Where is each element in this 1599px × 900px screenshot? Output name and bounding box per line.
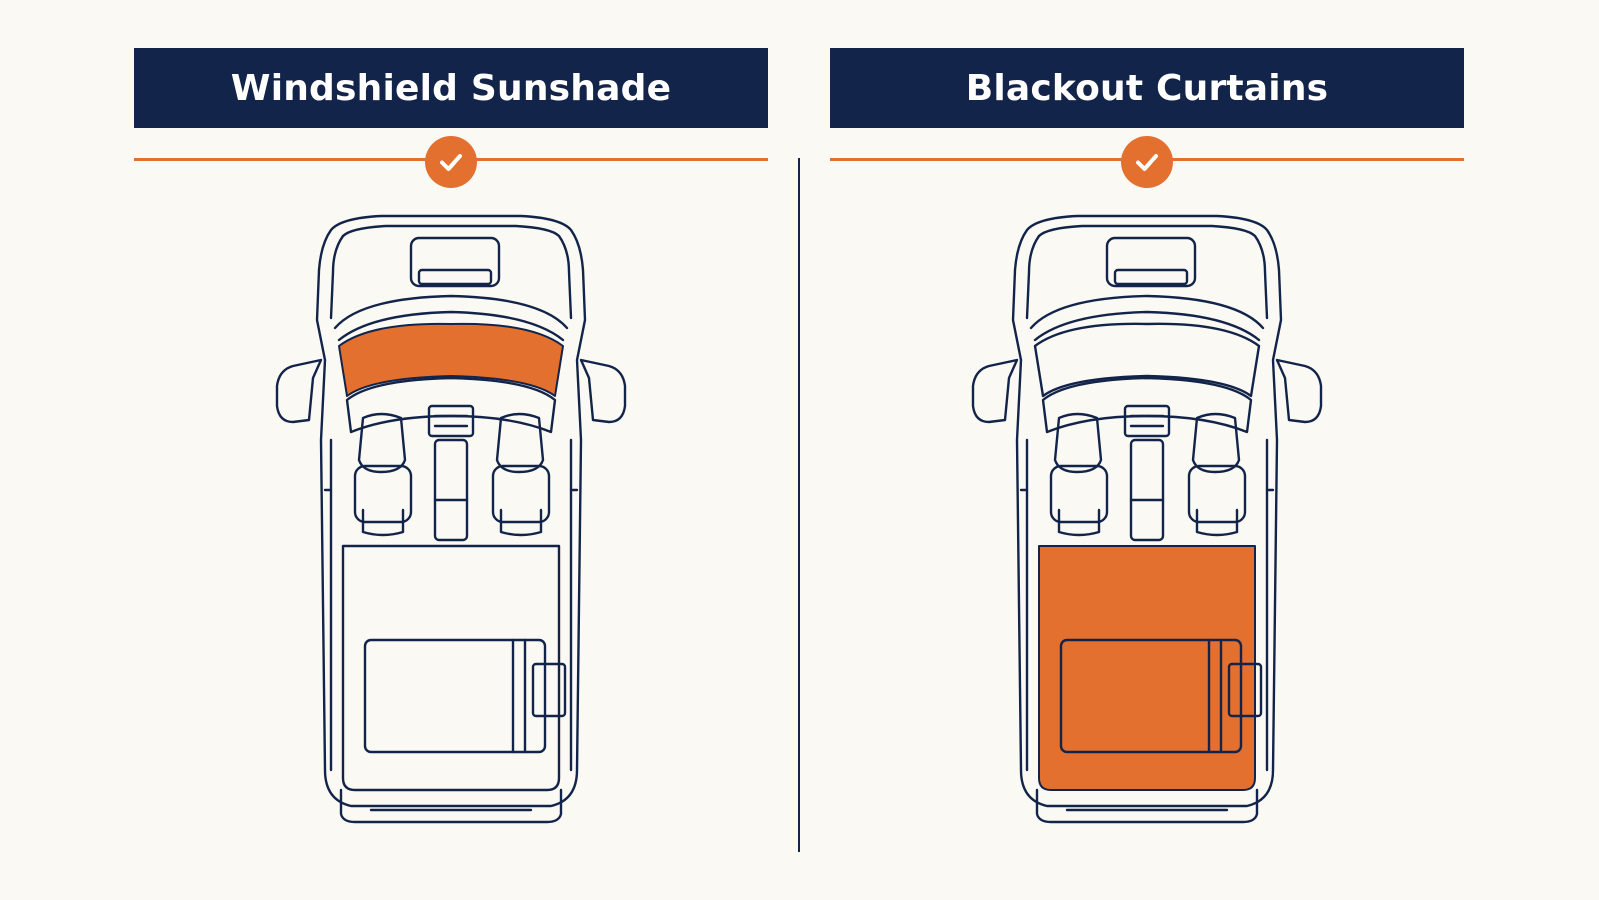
panel-title: Blackout Curtains — [965, 67, 1329, 109]
title-bar: Windshield Sunshade — [134, 48, 768, 128]
blackout-curtains-highlight — [1038, 545, 1256, 791]
panel-divider — [798, 158, 800, 852]
panel-windshield-sunshade: Windshield Sunshade — [134, 0, 768, 900]
panel-blackout-curtains: Blackout Curtains — [830, 0, 1464, 900]
title-bar: Blackout Curtains — [830, 48, 1464, 128]
accent-rule — [134, 136, 768, 188]
van-top-view-diagram — [971, 214, 1323, 824]
checkmark-icon — [425, 136, 477, 188]
windshield-sunshade-highlight — [338, 322, 564, 397]
van-top-view-diagram — [275, 214, 627, 824]
accent-rule — [830, 136, 1464, 188]
checkmark-icon — [1121, 136, 1173, 188]
panel-title: Windshield Sunshade — [230, 67, 672, 109]
